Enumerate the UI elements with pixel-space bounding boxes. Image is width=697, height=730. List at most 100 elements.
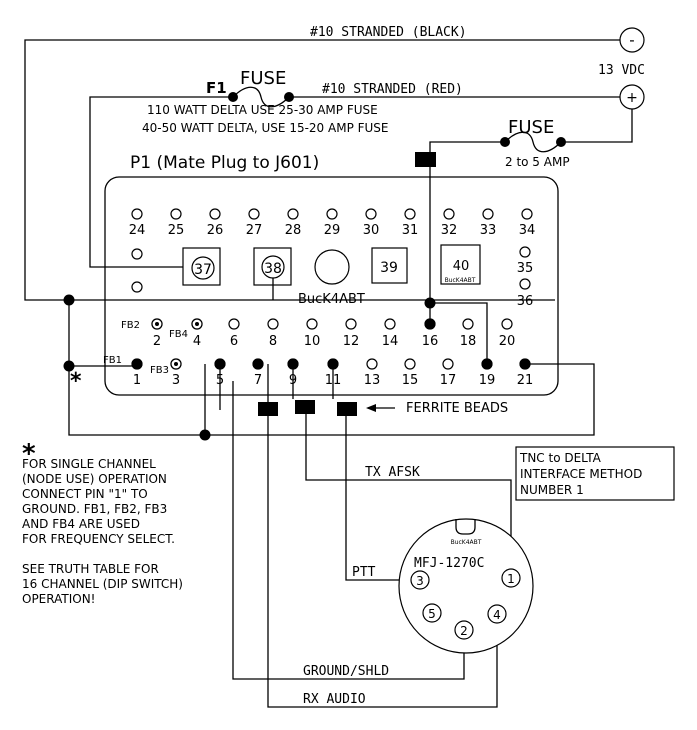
pin-15-label: 15 xyxy=(402,373,419,388)
footnote-line: OPERATION! xyxy=(22,592,96,606)
connected-pin xyxy=(252,358,264,370)
guide-hole xyxy=(314,249,350,285)
tnc-line-3: NUMBER 1 xyxy=(520,483,584,497)
pin-21-label: 21 xyxy=(517,373,534,388)
connected-pin xyxy=(287,358,299,370)
ptt-label: PTT xyxy=(352,565,376,580)
pin-12-label: 12 xyxy=(343,334,360,349)
small-fuse-rating: 2 to 5 AMP xyxy=(505,155,570,169)
pin-37-label: 37 xyxy=(194,262,212,278)
pin-10-label: 10 xyxy=(304,334,321,349)
pin-14 xyxy=(384,318,396,330)
ground-shld-wire xyxy=(232,381,465,680)
pin-29 xyxy=(326,208,338,220)
pin-27 xyxy=(248,208,260,220)
connected-pin xyxy=(481,358,493,370)
pin-26-label: 26 xyxy=(207,223,224,238)
ground-loop-wire xyxy=(68,300,205,436)
pin-unlabeled-a xyxy=(131,248,143,260)
footnote-star: * xyxy=(22,439,36,469)
pin-6-label: 6 xyxy=(230,334,238,349)
small-fuse-label: FUSE xyxy=(508,117,554,138)
pin-34-label: 34 xyxy=(519,223,536,238)
din-pin-1: 1 xyxy=(501,568,521,588)
pin-6 xyxy=(228,318,240,330)
pin-13 xyxy=(366,358,378,370)
pin-18 xyxy=(462,318,474,330)
svg-text:2: 2 xyxy=(460,624,468,638)
pin-31-label: 31 xyxy=(402,223,419,238)
pin-31 xyxy=(404,208,416,220)
plug-title: P1 (Mate Plug to J601) xyxy=(130,153,319,173)
pin-10 xyxy=(306,318,318,330)
connected-pin xyxy=(519,358,531,370)
din-pin-2: 2 xyxy=(454,620,474,640)
pin-24-label: 24 xyxy=(129,223,146,238)
footnote-line: SEE TRUTH TABLE FOR xyxy=(22,562,159,576)
pin-35 xyxy=(519,246,531,258)
fb4-label: FB4 xyxy=(169,329,188,340)
pin-25 xyxy=(170,208,182,220)
box-pin-40 xyxy=(440,244,481,285)
main-fuse-f1: F1 xyxy=(206,79,227,97)
pin-27-label: 27 xyxy=(246,223,263,238)
din-pin-4: 4 xyxy=(487,604,507,624)
pin-35-label: 35 xyxy=(517,261,534,276)
pin-29-label: 29 xyxy=(324,223,341,238)
supply-voltage-label: 13 VDC xyxy=(598,63,645,78)
red-wire-label: #10 STRANDED (RED) xyxy=(322,82,463,97)
svg-text:+: + xyxy=(626,90,638,106)
main-fuse-note-1: 110 WATT DELTA USE 25-30 AMP FUSE xyxy=(147,103,378,117)
footnote-line: GROUND. FB1, FB2, FB3 xyxy=(22,502,167,516)
pin-34 xyxy=(521,208,533,220)
pin-25-label: 25 xyxy=(168,223,185,238)
black-wire xyxy=(24,39,620,301)
box-40-credit: BucK4ABT xyxy=(445,277,476,284)
footnote-line: AND FB4 ARE USED xyxy=(22,517,140,531)
pin-20 xyxy=(501,318,513,330)
pin-4-label: 4 xyxy=(193,334,201,349)
ferrite-bead-3 xyxy=(337,402,357,416)
box-pin-39 xyxy=(371,247,408,284)
main-fuse-label: FUSE xyxy=(240,68,286,89)
footnote-line: FOR SINGLE CHANNEL xyxy=(22,457,156,471)
ground-label: GROUND/SHLD xyxy=(303,664,389,679)
pin-33 xyxy=(482,208,494,220)
connected-pin xyxy=(424,318,436,330)
pin-unlabeled-b xyxy=(131,281,143,293)
supply-plus-terminal: + xyxy=(619,84,645,110)
pin-14-label: 14 xyxy=(382,334,399,349)
svg-text:-: - xyxy=(629,31,634,49)
footnote-line: FOR FREQUENCY SELECT. xyxy=(22,532,175,546)
din-pin-5: 5 xyxy=(422,603,442,623)
pin-13-label: 13 xyxy=(364,373,381,388)
pin-15 xyxy=(404,358,416,370)
rx-audio-label: RX AUDIO xyxy=(303,692,366,707)
pin-8 xyxy=(267,318,279,330)
pin-39-label: 39 xyxy=(380,260,398,276)
pin-24 xyxy=(131,208,143,220)
pin-38-label: 38 xyxy=(264,261,282,277)
footnote-line: CONNECT PIN "1" TO xyxy=(22,487,148,501)
main-fuse-symbol xyxy=(232,86,290,108)
tnc-label-box xyxy=(515,446,675,501)
pin-40-label: 40 xyxy=(453,259,470,274)
pin-19-label: 19 xyxy=(479,373,496,388)
fb3-label: FB3 xyxy=(150,365,169,376)
pin-8-label: 8 xyxy=(269,334,277,349)
connected-pin xyxy=(214,358,226,370)
din-pin-3: 3 xyxy=(410,570,430,590)
pin-28 xyxy=(287,208,299,220)
tnc-line-1: TNC to DELTA xyxy=(519,451,602,465)
ferrite-label: FERRITE BEADS xyxy=(406,401,508,416)
footnote-line: (NODE USE) OPERATION xyxy=(22,472,167,486)
pin-36 xyxy=(519,278,531,290)
black-wire-label: #10 STRANDED (BLACK) xyxy=(310,25,467,40)
svg-text:4: 4 xyxy=(493,608,501,622)
pin-32 xyxy=(443,208,455,220)
pin-20-label: 20 xyxy=(499,334,516,349)
supply-minus-terminal: - xyxy=(619,27,645,53)
